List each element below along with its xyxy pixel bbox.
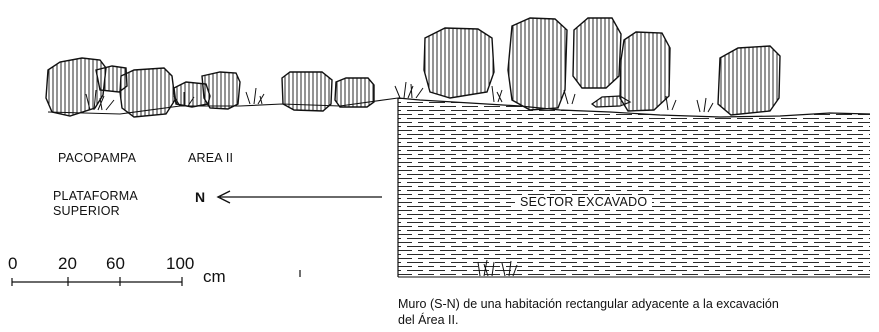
area-label: AREA II <box>188 151 234 165</box>
stone-9 <box>507 17 568 111</box>
caption-line-2: del Área II. <box>398 313 459 327</box>
site-label: PACOPAMPA <box>58 151 137 165</box>
grass-tufts <box>85 81 714 113</box>
caption-line-1: Muro (S-N) de una habitación rectangular… <box>398 297 779 311</box>
stone-12 <box>717 45 781 116</box>
figure-caption: Muro (S-N) de una habitación rectangular… <box>398 296 879 328</box>
wall-stones <box>45 17 781 118</box>
stone-6 <box>281 71 333 112</box>
scale-tick-label: 100 <box>166 254 195 273</box>
excavated-sector-label: SECTOR EXCAVADO <box>515 195 653 210</box>
excavated-sector-block <box>397 97 871 278</box>
north-label: N <box>195 189 206 205</box>
stone-3 <box>119 67 176 118</box>
scale-unit-label: cm <box>203 267 226 286</box>
stone-5 <box>201 71 241 110</box>
north-arrow <box>216 190 382 204</box>
scale-bar <box>11 270 301 286</box>
platform-label-line1: PLATAFORMA <box>53 189 138 203</box>
stone-8 <box>423 27 495 99</box>
stone-1 <box>45 57 107 117</box>
scale-tick-label: 60 <box>106 254 125 273</box>
stone-10 <box>572 17 622 89</box>
scale-tick-label: 20 <box>58 254 77 273</box>
ground-line <box>47 97 399 115</box>
platform-label-line2: SUPERIOR <box>53 204 120 218</box>
stone-11 <box>619 31 671 112</box>
stone-7 <box>334 77 375 108</box>
scale-tick-label: 0 <box>8 254 18 273</box>
stone-13 <box>590 95 632 108</box>
